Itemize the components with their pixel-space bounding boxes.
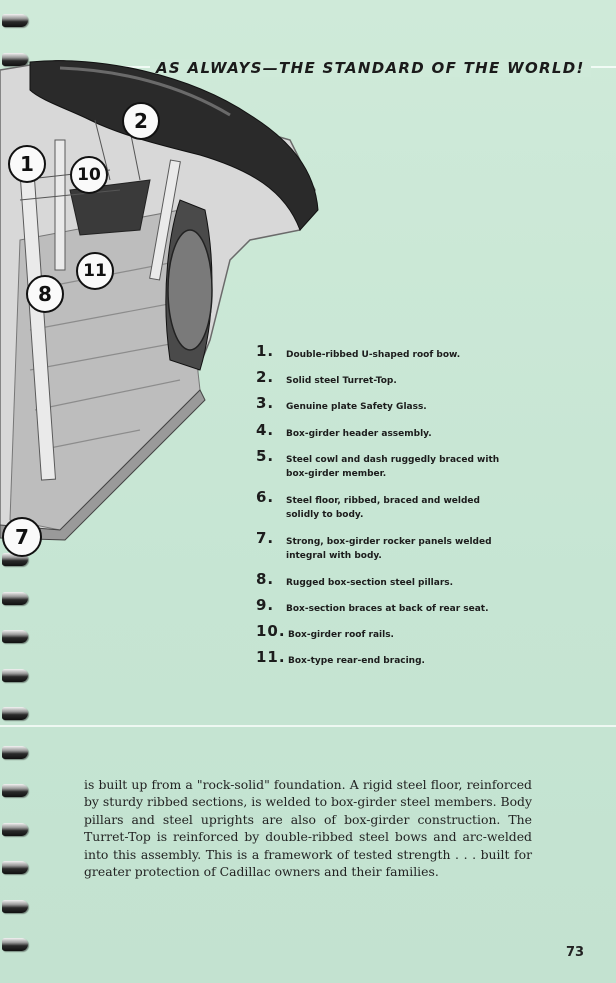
legend-text: Box-section braces at back of rear seat. bbox=[286, 604, 489, 614]
binding-ring bbox=[2, 14, 28, 27]
callout-2: 2 bbox=[122, 102, 160, 140]
legend-text: Rugged box-section steel pillars. bbox=[286, 578, 454, 588]
legend-item: 5. Steel cowl and dash ruggedly braced w… bbox=[256, 449, 504, 481]
legend-item: 11. Box-type rear-end bracing. bbox=[256, 650, 536, 668]
body-paragraph: is built up from a "rock-solid" foundati… bbox=[84, 777, 532, 880]
legend-item: 10. Box-girder roof rails. bbox=[256, 624, 536, 642]
binding-ring bbox=[2, 592, 28, 605]
legend-number: 6. bbox=[256, 488, 275, 506]
legend-number: 8. bbox=[256, 570, 275, 588]
legend-number: 4. bbox=[256, 421, 275, 439]
legend-number: 2. bbox=[256, 368, 275, 386]
legend-text: Steel cowl and dash ruggedly braced with… bbox=[286, 455, 500, 479]
page-headline: AS ALWAYS—THE STANDARD OF THE WORLD! bbox=[150, 59, 591, 77]
legend-text: Steel floor, ribbed, braced and welded s… bbox=[286, 496, 480, 520]
legend-item: 7. Strong, box-girder rocker panels weld… bbox=[256, 531, 504, 563]
legend-item: 2. Solid steel Turret-Top. bbox=[256, 370, 536, 388]
legend-item: 4. Box-girder header assembly. bbox=[256, 423, 536, 441]
legend-text: Box-type rear-end bracing. bbox=[288, 656, 425, 666]
legend-item: 1. Double-ribbed U-shaped roof bow. bbox=[256, 344, 536, 362]
legend-number: 11. bbox=[256, 648, 286, 666]
legend-number: 5. bbox=[256, 447, 275, 465]
callout-8: 8 bbox=[26, 275, 64, 313]
binding-ring bbox=[2, 707, 28, 720]
legend-text: Box-girder header assembly. bbox=[286, 429, 432, 439]
callout-10: 10 bbox=[70, 156, 108, 194]
legend-number: 3. bbox=[256, 394, 275, 412]
legend-text: Solid steel Turret-Top. bbox=[286, 376, 397, 386]
legend-item: 9. Box-section braces at back of rear se… bbox=[256, 598, 536, 616]
legend-item: 3. Genuine plate Safety Glass. bbox=[256, 396, 536, 414]
binding-ring bbox=[2, 784, 28, 797]
binding-ring bbox=[2, 938, 28, 951]
legend-number: 1. bbox=[256, 342, 275, 360]
legend-item: 8. Rugged box-section steel pillars. bbox=[256, 572, 536, 590]
binding-ring bbox=[2, 669, 28, 682]
rocker-panel bbox=[0, 389, 206, 541]
binding-ring bbox=[2, 746, 28, 759]
callout-11: 11 bbox=[76, 252, 114, 290]
binding-ring bbox=[2, 630, 28, 643]
legend-text: Box-girder roof rails. bbox=[288, 630, 394, 640]
legend-number: 7. bbox=[256, 529, 275, 547]
binding-ring bbox=[2, 823, 28, 836]
steel-pillars bbox=[17, 139, 181, 481]
legend-item: 6. Steel floor, ribbed, braced and welde… bbox=[256, 490, 504, 522]
binding-ring bbox=[2, 53, 28, 66]
binding-ring bbox=[2, 861, 28, 874]
callout-1: 1 bbox=[8, 145, 46, 183]
legend-number: 10. bbox=[256, 622, 286, 640]
legend-text: Strong, box-girder rocker panels welded … bbox=[286, 537, 492, 561]
roof-highlight bbox=[59, 66, 231, 117]
rear-wheelhouse bbox=[167, 229, 213, 351]
legend-text: Double-ribbed U-shaped roof bow. bbox=[286, 350, 461, 360]
page-number: 73 bbox=[566, 945, 585, 960]
turret-top-roof bbox=[29, 60, 319, 231]
binding-ring bbox=[2, 900, 28, 913]
legend-text: Genuine plate Safety Glass. bbox=[286, 402, 427, 412]
legend-number: 9. bbox=[256, 596, 275, 614]
callout-7: 7 bbox=[2, 517, 42, 557]
section-divider bbox=[0, 725, 616, 727]
